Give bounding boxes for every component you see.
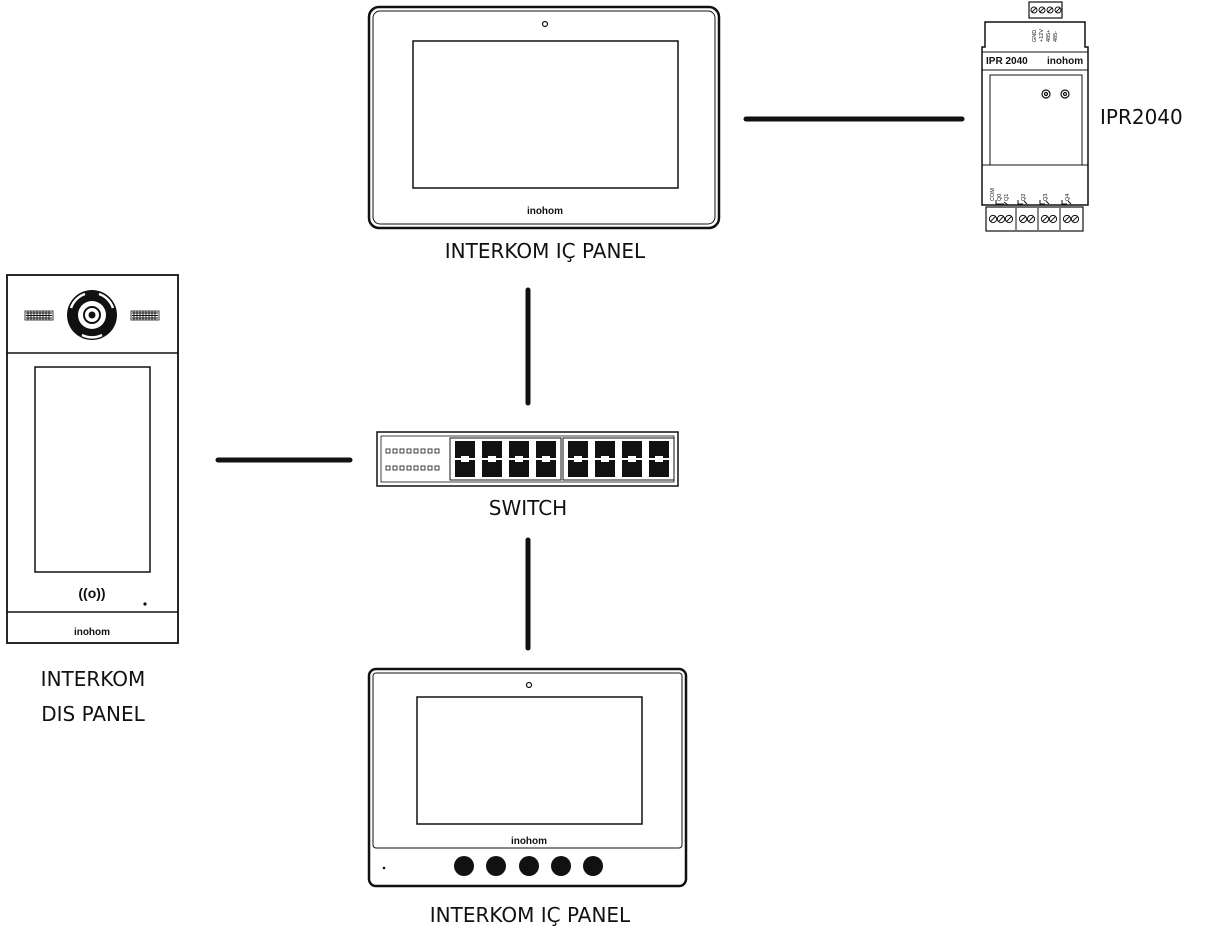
ipr-brand: inohom — [1047, 56, 1083, 67]
speaker-grille-left-icon — [24, 310, 54, 321]
ethernet-ports-top — [455, 441, 669, 458]
outdoor-panel-brand: inohom — [74, 627, 110, 638]
indoor-panel-bottom-label: INTERKOM IÇ PANEL — [430, 903, 631, 927]
camera-icon — [67, 290, 117, 340]
indoor-panel-top-screen — [412, 40, 679, 189]
connection-lines — [215, 116, 965, 651]
outdoor-panel-label-line1: INTERKOM — [41, 667, 146, 691]
ipr-led-icons — [1041, 89, 1070, 99]
outdoor-panel-screen — [34, 366, 151, 573]
ipr-top-terminal-12v: +12V — [1039, 29, 1045, 42]
indoor-panel-top: inohom INTERKOM IÇ PANEL — [367, 5, 721, 263]
status-led-row-2 — [385, 465, 440, 471]
camera-icon — [525, 681, 533, 689]
outdoor-panel: ((o)) inohom INTERKOM DIS PANEL — [6, 274, 179, 726]
function-buttons — [454, 856, 603, 876]
port-group-right — [562, 437, 675, 481]
relay-symbols — [995, 200, 1072, 206]
function-button-3 — [519, 856, 539, 876]
switch-label: SWITCH — [489, 496, 567, 520]
indoor-panel-top-label: INTERKOM IÇ PANEL — [445, 239, 646, 263]
function-button-1 — [454, 856, 474, 876]
ipr-model-text: IPR 2040 — [986, 56, 1028, 67]
ipr-bottom-terminal-q2: Q2 — [1021, 194, 1027, 201]
function-button-2 — [486, 856, 506, 876]
ipr-bottom-terminal-q1: Q1 — [1004, 194, 1010, 201]
ipr-bottom-terminal-com: COM — [990, 188, 996, 201]
ipr-body — [981, 21, 1089, 206]
speaker-grille-right-icon — [130, 310, 160, 321]
ipr-bottom-terminal-q3: Q3 — [1043, 194, 1049, 201]
network-switch: SWITCH — [376, 431, 679, 520]
ipr-label: IPR2040 — [1100, 105, 1183, 129]
indoor-panel-top-brand: inohom — [527, 206, 563, 217]
ipr-bottom-terminal-q4: Q4 — [1065, 194, 1071, 201]
indoor-panel-bottom-bezel — [372, 672, 683, 849]
indoor-panel-top-bezel — [372, 10, 716, 225]
microphone-icon — [143, 602, 147, 606]
outdoor-panel-label-line2: DIS PANEL — [41, 702, 145, 726]
function-button-5 — [583, 856, 603, 876]
switch-body — [376, 431, 679, 487]
indoor-panel-bottom-screen — [416, 696, 643, 825]
camera-icon — [541, 20, 549, 28]
nfc-reader-icon: ((o)) — [78, 585, 105, 601]
function-button-4 — [551, 856, 571, 876]
port-group-left — [449, 437, 562, 481]
status-led-row-1 — [385, 448, 440, 454]
ipr-bottom-screws — [988, 208, 1080, 230]
ipr2040-module: GND +12V 485+ 485- IPR 2040 inohom COM Q… — [981, 1, 1183, 232]
indoor-panel-bottom: inohom INTERKOM IÇ PANEL — [367, 667, 688, 927]
ipr-bottom-terminal-q0: Q0 — [997, 194, 1003, 201]
ipr-top-terminal-gnd: GND — [1032, 30, 1038, 42]
ipr-top-screws — [1030, 6, 1062, 14]
ipr-top-terminal-485p: 485+ — [1046, 30, 1052, 42]
microphone-icon — [382, 866, 386, 870]
ethernet-ports-bottom — [455, 460, 669, 477]
indoor-panel-bottom-brand: inohom — [511, 836, 547, 847]
ipr-top-terminal-485m: 485- — [1053, 31, 1059, 42]
